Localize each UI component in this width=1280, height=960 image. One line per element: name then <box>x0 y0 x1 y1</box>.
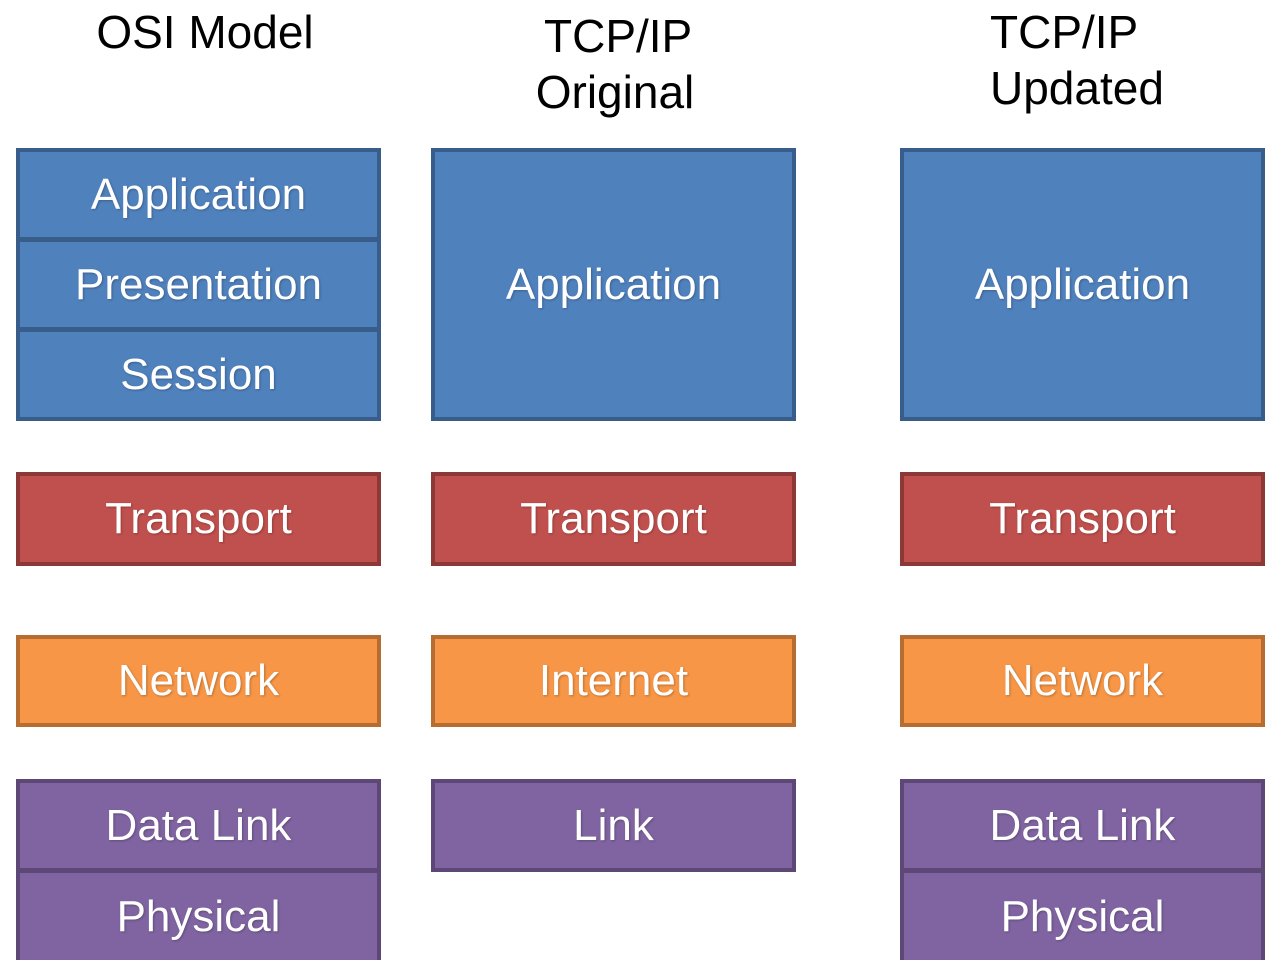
title-line: OSI Model <box>96 6 314 58</box>
layer-label: Application <box>974 259 1191 309</box>
tcpip-original-layer-internet: Internet <box>431 635 796 727</box>
osi-layer-transport: Transport <box>16 472 381 566</box>
osi-layer-physical: Physical <box>16 869 381 960</box>
tcpip-updated-layer-transport: Transport <box>900 472 1265 566</box>
tcpip-updated-layer-data-link: Data Link <box>900 779 1265 872</box>
layer-label: Physical <box>1000 891 1165 941</box>
layer-label: Network <box>1001 656 1164 705</box>
osi-layer-session: Session <box>16 328 381 421</box>
osi-layer-network: Network <box>16 635 381 727</box>
layer-label: Presentation <box>74 259 323 309</box>
tcpip-original-layer-transport: Transport <box>431 472 796 566</box>
column-title-tcpip-original: TCP/IP Original <box>500 8 730 120</box>
osi-layer-application: Application <box>16 148 381 241</box>
layer-label: Transport <box>989 494 1176 543</box>
tcpip-original-layer-link: Link <box>431 779 796 872</box>
layer-label: Network <box>117 656 280 705</box>
column-title-osi: OSI Model <box>90 4 320 60</box>
layer-label: Link <box>573 800 654 850</box>
layer-label: Physical <box>116 891 281 941</box>
tcpip-updated-layer-application: Application <box>900 148 1265 421</box>
layer-label: Application <box>90 169 307 219</box>
title-line: Updated <box>990 62 1164 114</box>
layer-label: Transport <box>520 494 707 543</box>
layer-label: Internet <box>538 656 689 705</box>
layer-label: Application <box>505 259 722 309</box>
column-title-tcpip-updated: TCP/IP Updated <box>990 4 1190 116</box>
tcpip-original-layer-application: Application <box>431 148 796 421</box>
tcpip-updated-layer-network: Network <box>900 635 1265 727</box>
layer-label: Transport <box>105 494 292 543</box>
layer-label: Data Link <box>105 800 292 850</box>
title-line: TCP/IP <box>990 6 1139 58</box>
layer-label: Session <box>120 349 277 399</box>
layer-label: Data Link <box>989 800 1176 850</box>
tcpip-updated-layer-physical: Physical <box>900 869 1265 960</box>
title-line: TCP/IP <box>544 10 693 62</box>
osi-layer-presentation: Presentation <box>16 238 381 331</box>
osi-layer-data-link: Data Link <box>16 779 381 872</box>
title-line: Original <box>535 66 695 118</box>
